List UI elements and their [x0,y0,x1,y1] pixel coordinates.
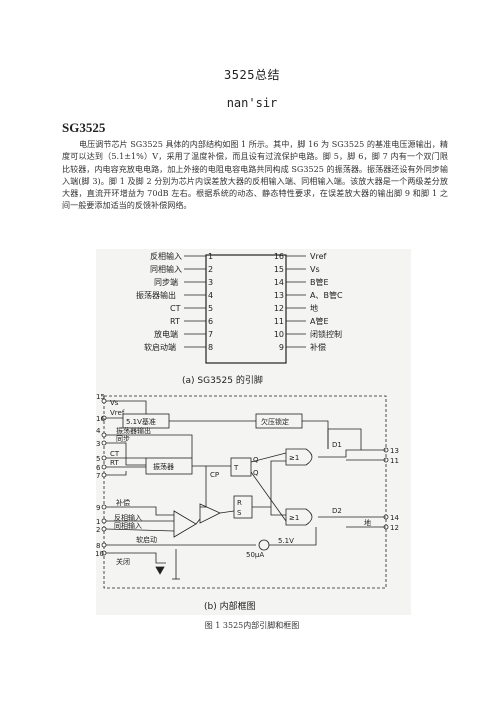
label-or2: ≥1 [289,514,299,522]
pin-num: 15 [96,393,105,401]
pin-num: 6 [96,464,101,472]
label-uvlo: 欠压锁定 [261,417,289,426]
pin-right-label: 闭锁控制 [310,329,342,339]
pin-num: 3 [96,440,100,448]
pin-number: 2 [208,265,213,274]
label-or1: ≥1 [289,454,299,462]
pin-number: 9 [279,343,284,352]
pin-num: 7 [96,472,100,480]
pwm-comparator [199,503,221,524]
label-oscout: 振荡器输出 [116,426,151,435]
pin-number: 1 [208,252,213,261]
label-q: Q [253,456,259,464]
pin-number: 5 [208,304,213,313]
pin-left-label: 反相输入 [150,251,182,261]
label-s: S [237,509,242,517]
ic-body [205,254,287,364]
label-d1: D1 [332,441,342,449]
label-r: R [237,499,242,507]
pin-num: 11 [390,457,399,465]
or-gate-2 [285,508,313,526]
pin-number: 15 [274,265,284,274]
t-flipflop [230,457,252,477]
pin-number: 4 [208,291,213,300]
pin-left-label: 软启动端 [144,342,176,352]
pin-number: 10 [274,330,284,339]
pin-left-label: 放电端 [154,329,178,339]
label-vref: Vref [110,409,125,417]
pin-left-label: 同步端 [154,277,178,287]
pin-right-label: A管E [310,316,329,326]
pin-right-label: 补偿 [310,342,326,352]
pin-number: 16 [274,252,284,261]
pin-number: 3 [208,278,213,287]
label-noninv: 同相输入 [114,521,142,530]
label-cp: CP [210,471,219,479]
pin-right-label: A、B管C [310,290,343,300]
pin-num: 16 [96,415,105,423]
or-gate-1 [285,448,313,466]
label-shutdown: 关闭 [116,557,130,566]
pin-number: 12 [274,304,284,313]
section-heading: SG3525 [62,120,106,135]
pin-num: 4 [96,427,101,435]
error-amp [173,510,197,538]
label-sync: 同步 [116,435,130,443]
label-inv: 反相输入 [114,513,142,522]
pin-number: 11 [274,317,284,326]
pin-num: 5 [96,455,100,463]
pin-num: 12 [390,524,399,532]
pin-left-label: 振荡器输出 [136,290,176,300]
zener-diode [155,566,165,575]
pin-num: 10 [96,550,104,558]
figure-caption: 图 1 3525内部引脚和框图 [204,621,300,630]
pin-num: 14 [390,514,399,522]
pin-number: 7 [208,330,213,339]
pin-num: 1 [96,518,100,526]
label-ref: 5.1V基准 [126,417,156,426]
pin-right-label: B管E [310,277,329,287]
pin-number: 14 [274,278,284,287]
label-osc: 振荡器 [153,462,174,471]
label-ct: CT [110,450,120,458]
pinout-diagram: 反相输入 同相输入 同步端 振荡器输出 CT RT 放电端 软启动端 1 2 3… [136,251,343,386]
pin-right-label: 地 [310,303,318,313]
block-caption: (b) 内部框图 [204,600,256,612]
label-v51: 5.1V [278,537,294,545]
label-current: 50μA [246,551,264,559]
label-t: T [233,464,239,472]
pin-num: 8 [96,542,100,550]
pin-right-label: Vref [310,252,327,261]
pin-number: 13 [274,291,284,300]
pin-num: 2 [96,526,100,534]
pin-left-label: 同相输入 [150,264,182,274]
author-name: nan'sir [226,96,278,110]
label-qbar: Q [253,469,259,477]
label-comp: 补偿 [116,498,130,507]
body-paragraph: 电压调节芯片 SG3525 具体的内部结构如图 1 所示。其中，脚 16 为 S… [62,139,448,211]
pin-number: 8 [208,343,213,352]
pin-left-label: CT [170,304,181,313]
pin-right-label: Vs [310,265,320,274]
current-source [258,539,270,551]
block-diagram [101,395,389,589]
label-softstart: 软启动 [136,535,157,544]
label-gnd: 地 [364,518,371,527]
document-title: 3525总结 [224,68,280,82]
label-rt: RT [110,459,119,467]
pinout-caption: (a) SG3525 的引脚 [182,374,263,386]
figure-svg: 反相输入 同相输入 同步端 振荡器输出 CT RT 放电端 软启动端 1 2 3… [95,251,399,612]
pin-left-label: RT [170,317,180,326]
pin-num: 9 [96,504,100,512]
ic-boundary [103,395,387,589]
pin-num: 13 [390,447,399,455]
label-vs: Vs [110,399,119,407]
label-d2: D2 [332,507,342,515]
figure-scan: 反相输入 同相输入 同步端 振荡器输出 CT RT 放电端 软启动端 1 2 3… [95,249,411,615]
pin-number: 6 [208,317,213,326]
